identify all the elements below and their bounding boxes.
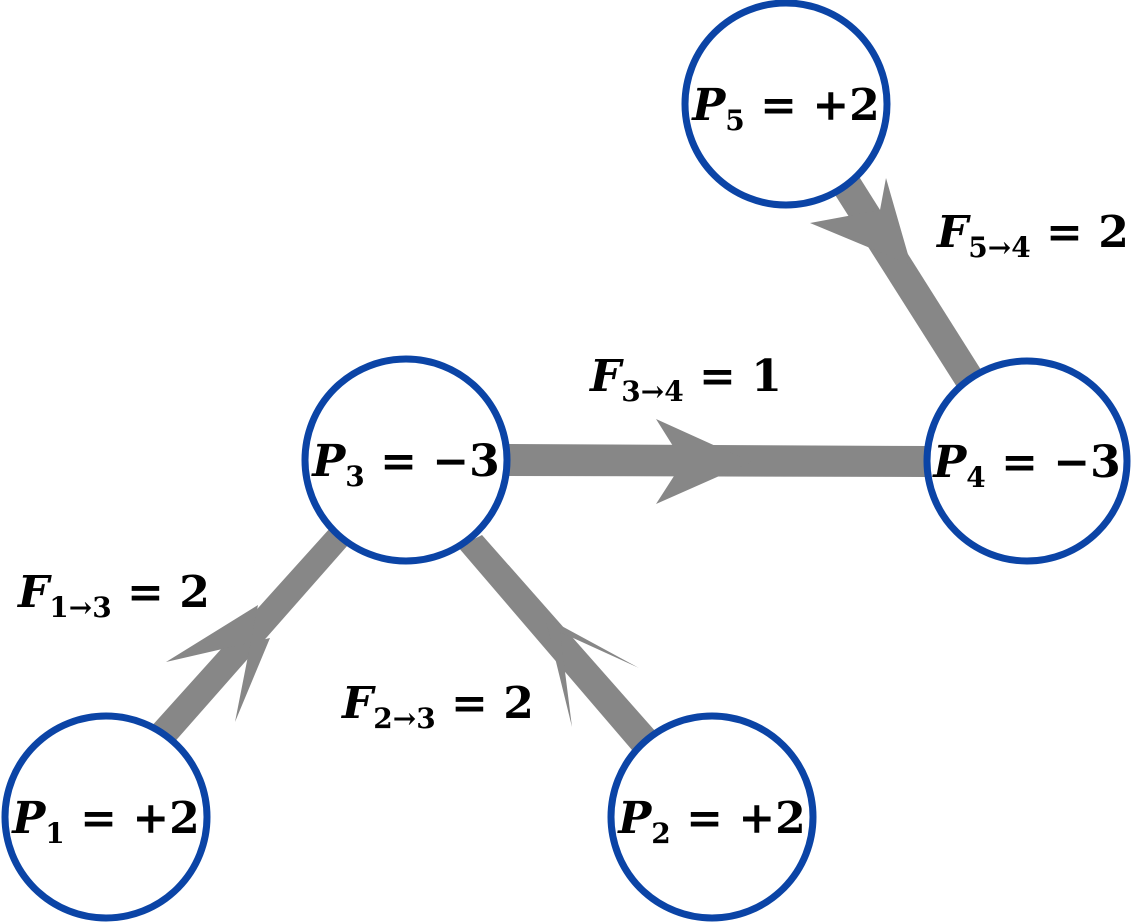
flow-arrow-head (545, 617, 639, 727)
node-p4: P4 = −3 (923, 357, 1131, 565)
flow-label-3-4: F3→4 = 1 (588, 351, 782, 408)
node-circle (923, 357, 1131, 565)
node-p5: P5 = +2 (681, 0, 891, 209)
node-p1: P1 = +2 (1, 712, 211, 922)
node-circle (1, 712, 211, 922)
flow-arrow-1-3 (150, 527, 348, 746)
flow-arrow-2-3 (458, 535, 656, 750)
node-p3: P3 = −3 (301, 355, 511, 565)
node-circle (681, 0, 891, 209)
node-label: P1 = +2 (10, 793, 200, 850)
flow-arrow-5-4 (810, 175, 983, 387)
flow-arrow-head (656, 419, 751, 504)
node-p2: P2 = +2 (607, 712, 817, 922)
flow-arrow-head (810, 178, 911, 265)
flow-arrow-3-4 (508, 419, 928, 504)
node-label: P5 = +2 (690, 80, 880, 137)
flow-arrow-head (166, 605, 270, 722)
flow-label-5-4: F5→4 = 2 (935, 207, 1129, 264)
node-label: P4 = −3 (931, 437, 1121, 494)
node-circle (301, 355, 511, 565)
flow-label-1-3: F1→3 = 2 (16, 567, 210, 624)
node-label: P2 = +2 (616, 793, 806, 850)
node-label: P3 = −3 (310, 436, 500, 493)
node-circle (607, 712, 817, 922)
flow-label-2-3: F2→3 = 2 (340, 678, 534, 735)
